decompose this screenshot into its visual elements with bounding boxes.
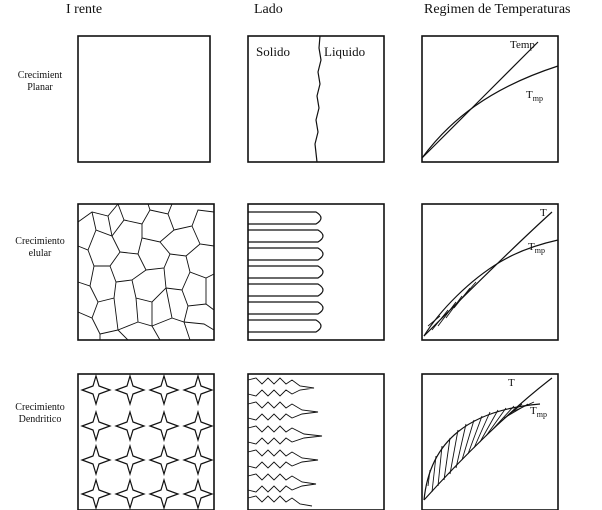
dendritic-temp-panel — [422, 374, 558, 510]
dendritic-side-panel — [248, 374, 384, 510]
solid-label: Solido — [256, 44, 290, 59]
planar-temp-label: Temp — [510, 39, 535, 51]
planar-tmp-label-sub: mp — [533, 94, 543, 103]
cellular-tmp-label-sub: mp — [535, 246, 545, 255]
dendritic-t-label: T — [508, 377, 515, 389]
dendritic-tmp-label-sub: mp — [537, 410, 547, 419]
cellular-front-panel — [78, 204, 214, 340]
liquid-label: Liquido — [324, 44, 365, 59]
planar-front-panel — [78, 36, 210, 162]
cellular-t-label: T — [540, 207, 547, 219]
